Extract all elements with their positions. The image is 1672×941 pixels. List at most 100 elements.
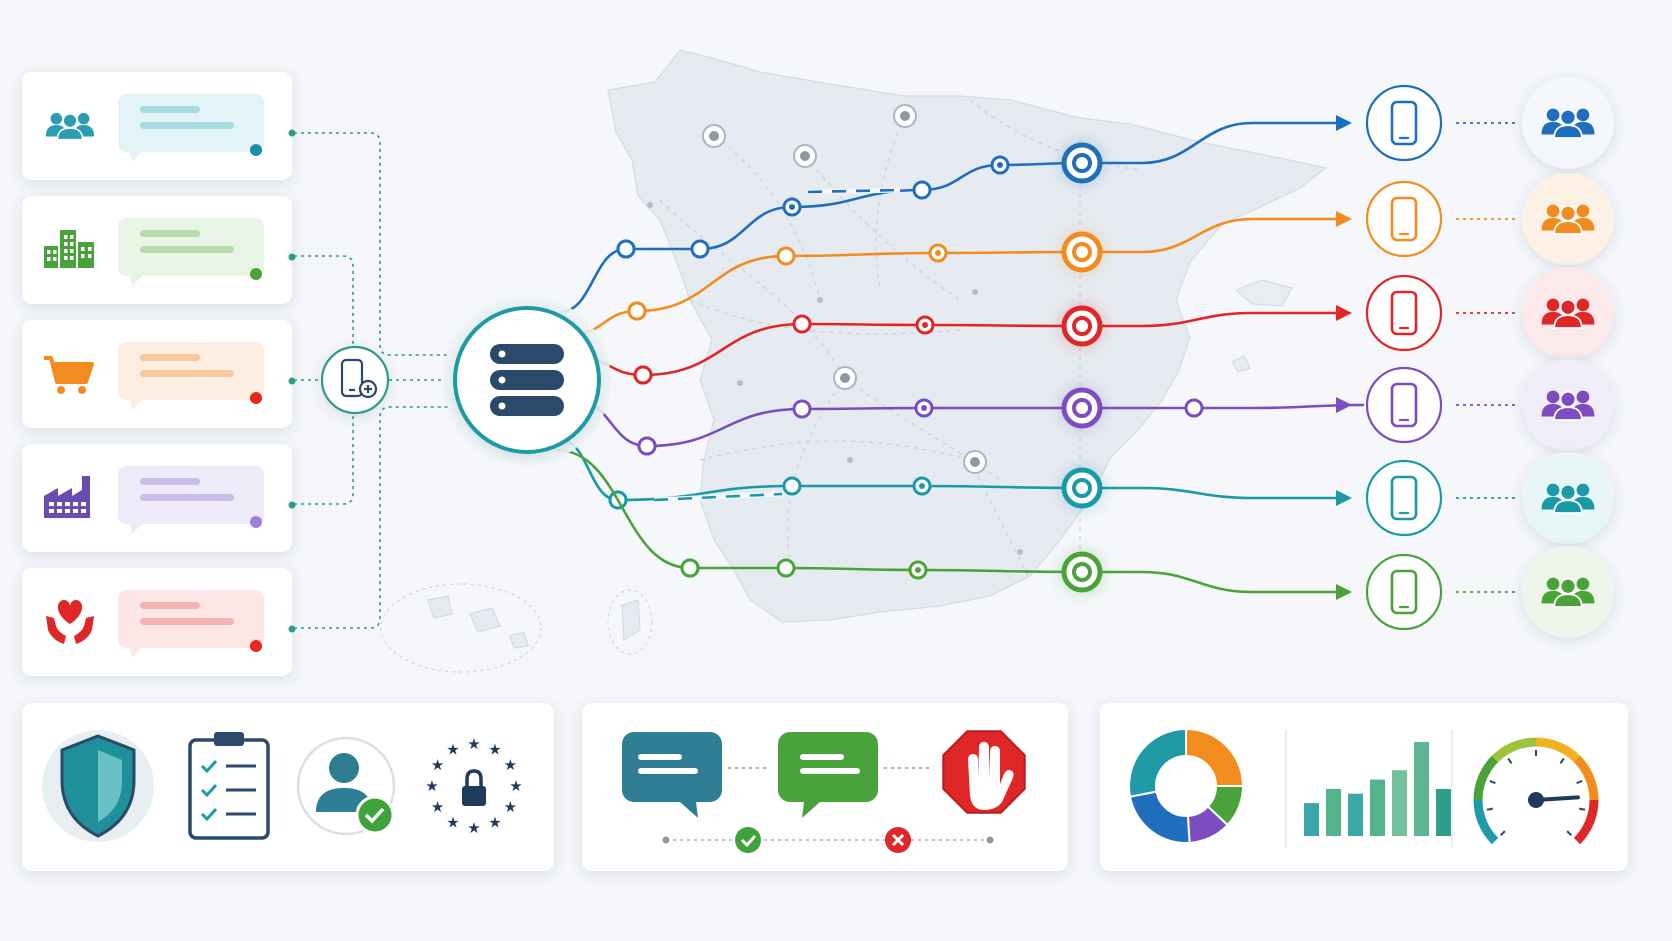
recipient-device[interactable] <box>1365 180 1443 258</box>
delivery-routes <box>555 115 1365 600</box>
people-icon <box>1541 108 1595 139</box>
donut-slice <box>1128 727 1187 798</box>
svg-text:★: ★ <box>467 735 480 753</box>
recipient-device[interactable] <box>1365 274 1443 352</box>
eu-lock-icon: ★★★★★★★★★★★★ <box>425 735 522 837</box>
svg-text:★: ★ <box>431 756 444 774</box>
phone-icon <box>1390 382 1418 428</box>
recipient-list <box>1365 77 1614 638</box>
arrow-head <box>1336 305 1352 321</box>
bar <box>1436 789 1451 836</box>
status-dot <box>250 144 262 156</box>
phone-icon <box>1390 290 1418 336</box>
recipient-row[interactable] <box>1365 173 1614 265</box>
recipient-row[interactable] <box>1365 267 1614 359</box>
bar <box>1304 803 1319 836</box>
svg-text:★: ★ <box>446 813 459 831</box>
sender-card[interactable] <box>22 320 296 428</box>
status-dot <box>250 392 262 404</box>
svg-text:★: ★ <box>509 777 522 795</box>
bar <box>1326 789 1341 836</box>
phone-add-icon <box>340 358 378 399</box>
svg-text:★: ★ <box>504 798 517 816</box>
sender-card[interactable] <box>22 568 296 676</box>
sender-card[interactable] <box>22 444 296 552</box>
arrow-head <box>1336 584 1352 600</box>
svg-text:★: ★ <box>488 741 501 759</box>
phone-icon <box>1390 475 1418 521</box>
message-bubble <box>118 466 264 534</box>
moderation-panel <box>582 703 1068 871</box>
arrow-head <box>1336 211 1352 227</box>
sender-connectors <box>294 132 448 629</box>
checklist-icon <box>188 732 270 840</box>
recipient-device[interactable] <box>1365 366 1443 444</box>
phone-icon <box>1390 100 1418 146</box>
dashed-segment <box>653 492 783 502</box>
bar <box>1414 742 1429 836</box>
bar-chart-icon <box>1304 742 1451 836</box>
route-stop <box>782 476 802 496</box>
message-bubble <box>118 590 264 658</box>
route-stop <box>616 239 636 259</box>
bar <box>1392 770 1407 836</box>
arrow-head <box>1336 115 1352 131</box>
message-bubble <box>118 342 264 410</box>
svg-text:★: ★ <box>504 756 517 774</box>
route-stop <box>633 365 653 385</box>
heart-hands-icon <box>46 600 94 644</box>
recipient-row[interactable] <box>1365 546 1614 638</box>
sender-card[interactable] <box>22 196 296 304</box>
status-dot <box>250 268 262 280</box>
recipient-device[interactable] <box>1365 84 1443 162</box>
analytics-panel <box>1100 703 1628 871</box>
arrow-head <box>1336 490 1352 506</box>
bar <box>1370 779 1385 836</box>
sender-list <box>22 72 296 676</box>
route-line <box>577 302 1352 385</box>
route-line <box>555 448 1352 600</box>
server-hub[interactable] <box>443 296 611 464</box>
recipient-device[interactable] <box>1365 459 1443 537</box>
phone-add-node[interactable] <box>320 345 390 415</box>
feature-panels: ★★★★★★★★★★★★ <box>22 703 1628 871</box>
donut-chart-icon <box>1128 727 1245 844</box>
sender-card[interactable] <box>22 72 296 180</box>
route-stop <box>792 314 812 334</box>
svg-text:★: ★ <box>488 813 501 831</box>
recipient-row[interactable] <box>1365 77 1614 169</box>
people-icon <box>1541 577 1595 608</box>
status-dot <box>250 516 262 528</box>
route-line <box>574 384 1365 456</box>
people-icon <box>45 112 95 141</box>
check-icon <box>735 827 761 853</box>
arrow-head <box>1336 397 1352 413</box>
route-stop <box>776 246 796 266</box>
svg-text:★: ★ <box>425 777 438 795</box>
gauge-icon <box>1473 737 1599 845</box>
route-stop <box>690 239 710 259</box>
recipient-row[interactable] <box>1365 359 1614 451</box>
people-icon <box>1541 204 1595 235</box>
bar <box>1348 793 1363 836</box>
stop-hand-icon <box>942 730 1026 814</box>
recipient-row[interactable] <box>1365 452 1614 544</box>
route-line <box>571 211 1352 336</box>
dashed-segment <box>807 188 901 194</box>
cross-icon <box>885 827 911 853</box>
svg-text:★: ★ <box>446 741 459 759</box>
route-stop <box>1184 398 1204 418</box>
map-grid-lines <box>659 99 1141 581</box>
route-stop <box>776 558 796 578</box>
recipient-device[interactable] <box>1365 553 1443 631</box>
route-stop <box>680 558 700 578</box>
phone-icon <box>1390 196 1418 242</box>
people-icon <box>1541 483 1595 514</box>
message-bubble <box>118 94 264 162</box>
route-stop <box>792 399 812 419</box>
message-icon <box>778 732 878 818</box>
verified-user-icon <box>296 736 396 836</box>
cart-icon <box>44 356 94 394</box>
route-line <box>559 115 1352 314</box>
compliance-panel: ★★★★★★★★★★★★ <box>22 703 554 871</box>
